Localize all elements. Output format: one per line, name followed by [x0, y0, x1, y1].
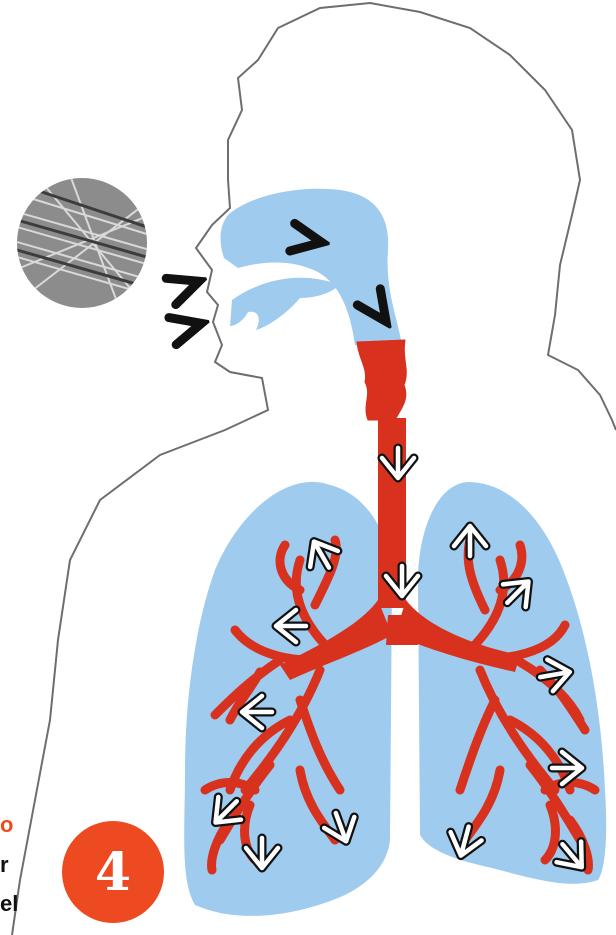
inhale-arrow-icon	[166, 268, 204, 305]
side-text-line-2: r	[0, 852, 9, 878]
step-number-badge: 4	[62, 821, 164, 923]
side-text-line-1: o	[0, 812, 13, 838]
side-text-line-3: el	[0, 891, 18, 917]
inhale-arrow-icon	[169, 310, 205, 345]
fiber-micrograph-icon	[10, 175, 150, 310]
upper-airway	[221, 189, 402, 345]
